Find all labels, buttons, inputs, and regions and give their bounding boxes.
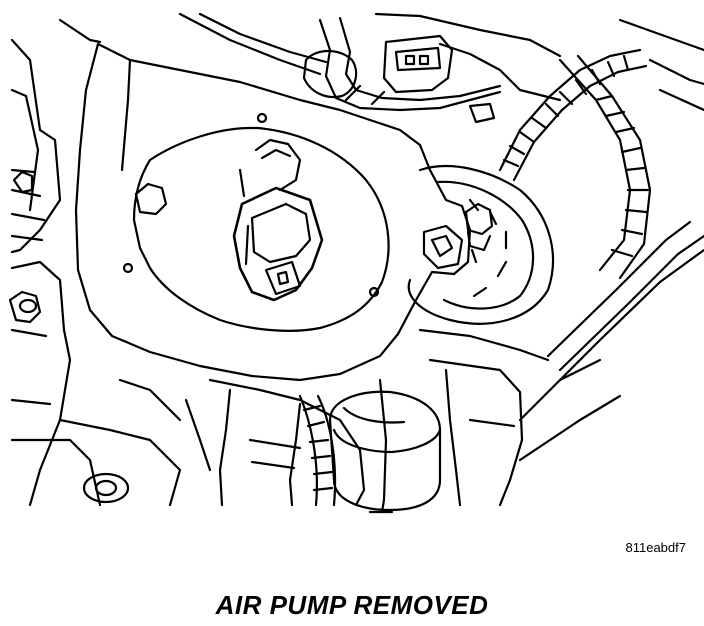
figure-reference-code: 811eabdf7: [625, 540, 687, 555]
electrical-connector: [232, 186, 324, 302]
top-electrical-plug: [382, 34, 454, 94]
lower-hose: [298, 394, 337, 507]
pulley-wheel: [407, 164, 555, 325]
bolt-head-opening: [134, 182, 168, 216]
bushing-lower-left: [82, 472, 130, 504]
top-wire-harness: [178, 12, 502, 112]
frame-rail-upper: [374, 12, 562, 102]
pump-mount-opening: [122, 112, 390, 332]
canister: [328, 390, 442, 512]
connector-harness-wire: [238, 138, 302, 198]
wiring-harness-right: [558, 18, 704, 280]
engine-parts-lower-right: [418, 328, 622, 507]
mounting-bracket-plate: [74, 42, 472, 382]
engine-bay-line-drawing: [8, 12, 704, 514]
bracket-tab: [422, 224, 464, 270]
engine-block-left: [10, 18, 182, 507]
cable-tie: [468, 102, 496, 124]
lower-housing: [118, 378, 366, 507]
hex-bolt-left-1: [8, 290, 42, 324]
frame-rail-diagonal: [518, 220, 704, 422]
figure-caption: AIR PUMP REMOVED: [215, 590, 489, 620]
corrugated-hose: [498, 48, 648, 182]
thin-rod: [368, 378, 394, 514]
hex-bolt-left-2: [12, 170, 34, 194]
mounting-nut: [464, 202, 494, 264]
